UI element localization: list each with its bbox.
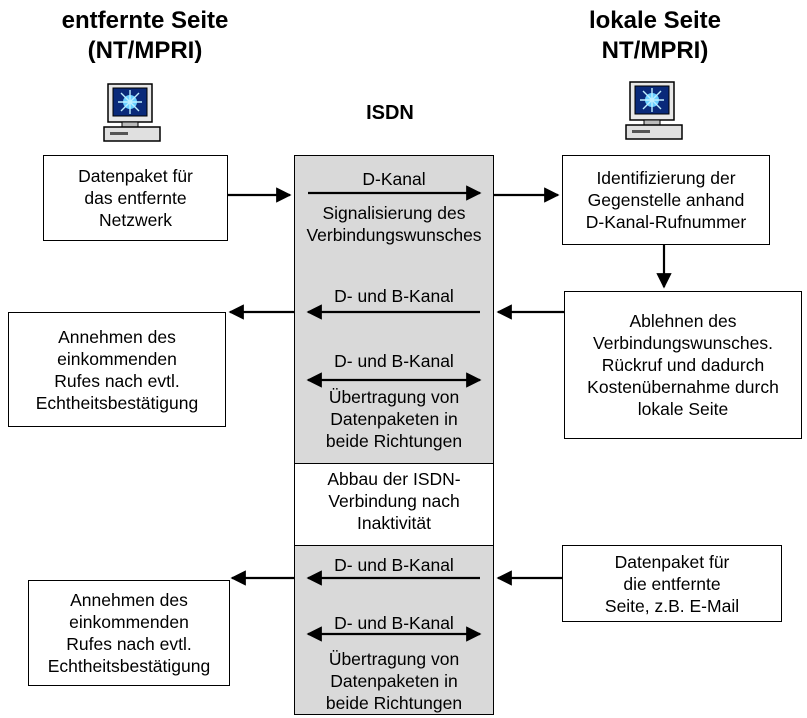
packet-remote-site-box: Datenpaket für die entfernte Seite, z.B.…	[562, 545, 782, 622]
db-channel-label: D- und B-Kanal	[334, 351, 454, 371]
packet-remote-network-box: Datenpaket für das entfernte Netzwerk	[43, 155, 228, 241]
teardown-label: Abbau der ISDN- Verbindung nach Inaktivi…	[327, 469, 461, 533]
db-channel-label: D- und B-Kanal	[334, 286, 454, 306]
local-side-title: lokale Seite NT/MPRI)	[540, 6, 770, 66]
d-channel-label: D-Kanal	[362, 169, 426, 189]
remote-side-title-line1: entfernte Seite	[61, 7, 229, 34]
remote-side-title-line2: (NT/MPRI)	[87, 37, 203, 64]
reject-callback-box: Ablehnen des Verbindungswunsches. Rückru…	[564, 291, 802, 439]
identify-peer-box: Identifizierung der Gegenstelle anhand D…	[562, 155, 770, 245]
accept-call-box: Annehmen des einkommenden Rufes nach evt…	[8, 312, 226, 427]
accept-call-box: Annehmen des einkommenden Rufes nach evt…	[28, 580, 230, 686]
isdn-title: ISDN	[366, 102, 414, 124]
local-side-title-line1: lokale Seite	[588, 7, 722, 34]
local-side-title-line2: NT/MPRI)	[601, 37, 709, 64]
isdn-teardown-section	[294, 463, 494, 546]
computer-icon	[625, 81, 683, 140]
data-transfer-label: Übertragung von Datenpaketen in beide Ri…	[325, 649, 463, 713]
db-channel-label: D- und B-Kanal	[334, 555, 454, 575]
remote-side-title: entfernte Seite (NT/MPRI)	[30, 6, 260, 66]
isdn-call-setup-section	[294, 155, 494, 464]
signaling-label: Signalisierung des Verbindungswunsches	[306, 203, 482, 245]
computer-icon	[103, 83, 161, 142]
data-transfer-label: Übertragung von Datenpaketen in beide Ri…	[325, 387, 463, 451]
